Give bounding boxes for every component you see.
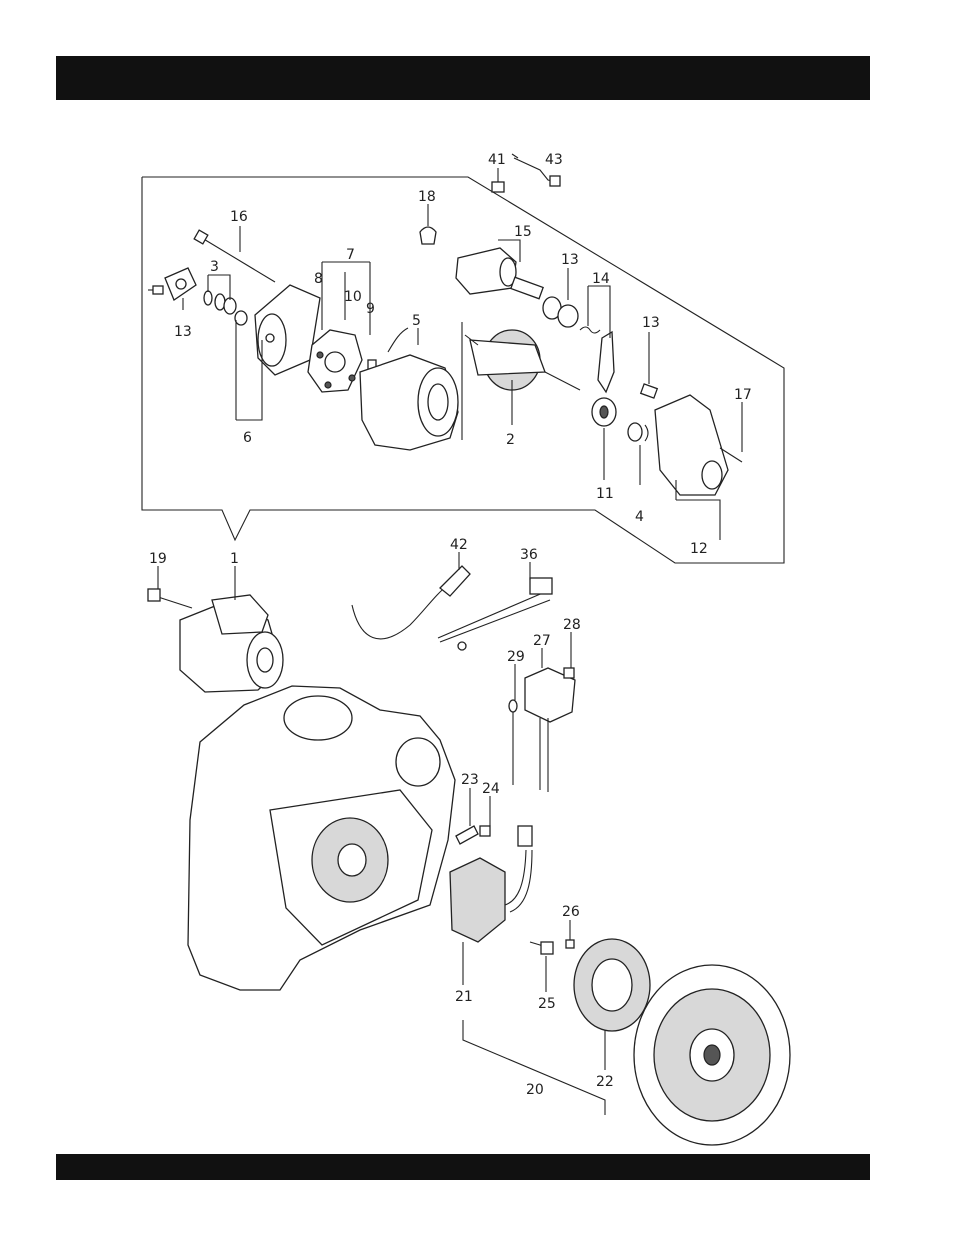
callout-15: 15 xyxy=(514,224,532,240)
callout-12: 12 xyxy=(690,541,708,557)
callout-43: 43 xyxy=(545,152,563,168)
callout-16: 16 xyxy=(230,209,248,225)
starter-detail-frame xyxy=(142,177,784,563)
callout-18: 18 xyxy=(418,189,436,205)
callout-25: 25 xyxy=(538,996,556,1012)
callout-13-mid: 13 xyxy=(561,252,579,268)
callout-26: 26 xyxy=(562,904,580,920)
callout-13-right: 13 xyxy=(642,315,660,331)
callout-11: 11 xyxy=(596,486,614,502)
callout-19: 19 xyxy=(149,551,167,567)
callout-14: 14 xyxy=(592,271,610,287)
callout-27: 27 xyxy=(533,633,551,649)
callout-36: 36 xyxy=(520,547,538,563)
engine-assembly-parts xyxy=(148,566,790,1145)
callout-23: 23 xyxy=(461,772,479,788)
callout-6: 6 xyxy=(243,430,252,446)
callout-24: 24 xyxy=(482,781,500,797)
callout-3: 3 xyxy=(210,259,219,275)
callout-28: 28 xyxy=(563,617,581,633)
callout-42: 42 xyxy=(450,537,468,553)
callout-41: 41 xyxy=(488,152,506,168)
callout-4: 4 xyxy=(635,509,644,525)
callout-8: 8 xyxy=(314,271,323,287)
callout-5: 5 xyxy=(412,313,421,329)
callout-2: 2 xyxy=(506,432,515,448)
callout-7: 7 xyxy=(346,247,355,263)
callout-21: 21 xyxy=(455,989,473,1005)
callout-10: 10 xyxy=(344,289,362,305)
callout-22: 22 xyxy=(596,1074,614,1090)
callout-13-left: 13 xyxy=(174,324,192,340)
callout-20: 20 xyxy=(526,1082,544,1098)
callout-1: 1 xyxy=(230,551,239,567)
callout-9: 9 xyxy=(366,301,375,317)
callout-17: 17 xyxy=(734,387,752,403)
callout-29: 29 xyxy=(507,649,525,665)
